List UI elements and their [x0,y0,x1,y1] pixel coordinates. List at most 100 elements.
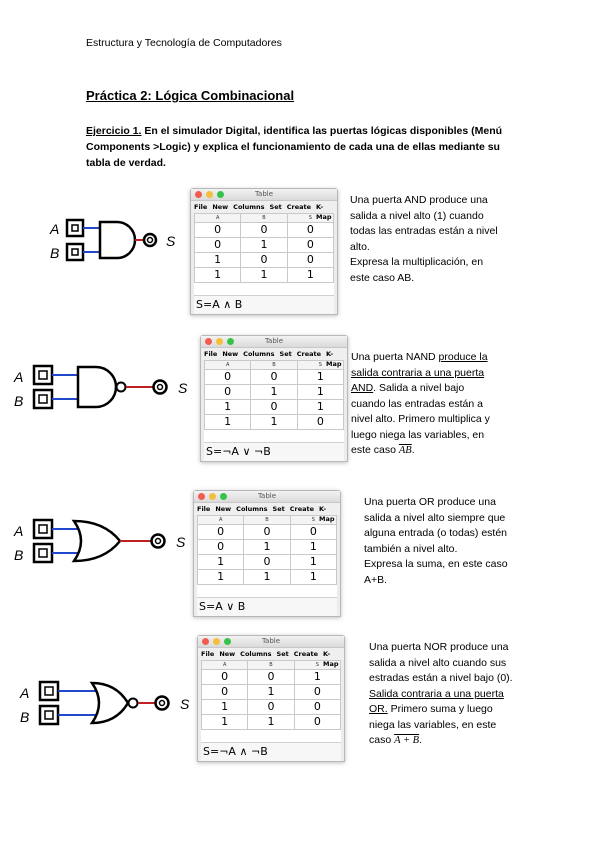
minimize-button[interactable] [206,191,213,198]
cell-a: 0 [196,524,245,540]
cell-a: 0 [200,684,249,700]
menu-columns[interactable]: Columns [236,505,268,513]
description-text: Una puerta NOR produce una salida a nive… [369,641,513,684]
menu-new[interactable]: New [219,650,236,658]
description-text: Expresa la multiplicación, en este caso … [350,256,484,284]
exercise-statement: Ejercicio 1. En el simulador Digital, id… [86,123,506,171]
output-s-label: S [166,233,176,249]
cell-b: 0 [240,252,288,268]
column-header-a: A [200,660,249,670]
column-header-b: B [247,660,295,670]
description-text: Primero suma y luego niega las variables… [369,703,497,746]
minimize-button[interactable] [213,638,220,645]
zoom-button[interactable] [224,638,231,645]
input-b-label: B [50,245,59,261]
minimize-button[interactable] [216,338,223,345]
menu-columns[interactable]: Columns [233,203,265,211]
cell-b: 1 [247,714,295,730]
menu-set[interactable]: Set [276,650,289,658]
menu-kmap[interactable]: K-Map [323,650,339,668]
exercise-text: En el simulador Digital, identifica las … [86,125,503,169]
menu-create[interactable]: Create [296,350,322,358]
description-underlined: Salida contraria a una puerta OR. [369,687,504,716]
cell-b: 1 [250,414,298,430]
minimize-button[interactable] [209,493,216,500]
description-text: . [411,444,415,456]
cell-b: 1 [247,684,295,700]
zoom-button[interactable] [217,191,224,198]
exercise-label: Ejercicio 1. [86,125,142,137]
cell-a: 1 [196,554,245,570]
menu-kmap[interactable]: K-Map [326,350,342,368]
or-gate-diagram: A B S [8,508,198,578]
menu-file[interactable]: File [194,203,208,211]
column-header-a: A [196,515,245,525]
column-header-b: B [243,515,291,525]
nor-gate-diagram: A B S [8,670,198,740]
close-button[interactable] [195,191,202,198]
cell-s: 0 [286,222,335,238]
close-button[interactable] [198,493,205,500]
nor-description: Una puerta NOR produce una salida a nive… [369,640,519,749]
menu-new[interactable]: New [222,350,239,358]
cell-s: 0 [293,684,342,700]
output-s-label: S [180,696,190,712]
description-text: Una puerta OR produce una salida a nivel… [364,496,508,555]
cell-a: 1 [203,399,252,415]
menu-set[interactable]: Set [269,203,282,211]
menu-new[interactable]: New [212,203,229,211]
menu-create[interactable]: Create [286,203,312,211]
cell-s: 0 [286,237,335,253]
cell-b: 1 [240,267,288,283]
window-title: Table [261,637,281,645]
column-header-a: A [203,360,252,370]
input-a-label: A [13,369,23,385]
description-text: Una puerta AND produce una salida a nive… [350,194,498,253]
menu-set[interactable]: Set [279,350,292,358]
zoom-button[interactable] [227,338,234,345]
boolean-expression: S=¬A ∧ ¬B [201,742,341,761]
menu-columns[interactable]: Columns [240,650,272,658]
description-text: . [419,734,423,746]
input-b-label: B [20,709,29,725]
cell-a: 0 [203,369,252,385]
menu-columns[interactable]: Columns [243,350,275,358]
menu-file[interactable]: File [197,505,211,513]
menu-file[interactable]: File [201,650,215,658]
menu-set[interactable]: Set [272,505,285,513]
cell-b: 1 [240,237,288,253]
close-button[interactable] [202,638,209,645]
output-s-label: S [178,380,188,396]
column-header-a: A [193,213,242,223]
cell-a: 0 [203,384,252,400]
cell-s: 0 [286,252,335,268]
menu-kmap[interactable]: K-Map [316,203,332,221]
close-button[interactable] [205,338,212,345]
menu-file[interactable]: File [204,350,218,358]
cell-a: 1 [200,714,249,730]
zoom-button[interactable] [220,493,227,500]
column-header-b: B [240,213,288,223]
menu-new[interactable]: New [215,505,232,513]
menu-kmap[interactable]: K-Map [319,505,335,523]
document-header: Estructura y Tecnología de Computadores [86,37,282,49]
input-b-label: B [14,547,23,563]
boolean-expression: S=A ∧ B [194,295,334,314]
menu-create[interactable]: Create [293,650,319,658]
menu-create[interactable]: Create [289,505,315,513]
cell-a: 0 [193,237,242,253]
